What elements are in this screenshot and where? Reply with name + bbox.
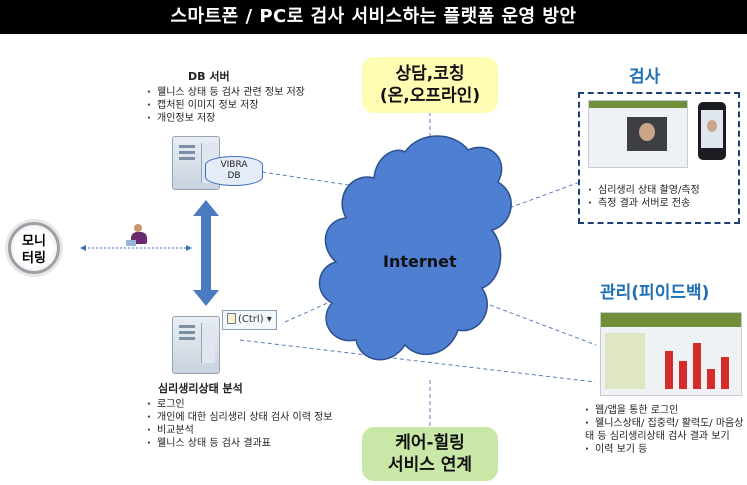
test-note: 심리생리 상태 촬영/측정 — [588, 184, 738, 197]
care-healing-bubble: 케어-힐링 서비스 연계 — [362, 427, 498, 481]
analysis-note: 비교분석 — [147, 424, 347, 437]
monitoring-label-2: 터링 — [22, 251, 46, 266]
analysis-note: 로그인 — [147, 398, 347, 411]
line-analysis-manage — [239, 339, 596, 383]
page-title: 스마트폰 / PC로 검사 서비스하는 플랫폼 운영 방안 — [0, 0, 747, 34]
internet-cloud — [318, 135, 512, 361]
analysis-server-icon — [172, 316, 220, 374]
test-screenshot-image — [588, 100, 688, 168]
internet-label: Internet — [383, 252, 457, 271]
db-note: 캡처된 이미지 정보 저장 — [147, 99, 347, 112]
manage-note: 이력 보기 등 — [585, 443, 747, 456]
monitoring-label-1: 모니 — [22, 234, 46, 249]
manage-note: 웹/앱을 통한 로그인 — [585, 404, 747, 417]
paste-options-label: (Ctrl) — [238, 314, 264, 325]
analysis-notes: 로그인 개인에 대한 심리생리 상태 검사 이력 정보 비교분석 웰니스 상태 … — [147, 398, 347, 450]
db-server-notes: 웰니스 상태 등 검사 관련 정보 저장 캡처된 이미지 정보 저장 개인정보 … — [147, 86, 347, 125]
care-line-2: 서비스 연계 — [387, 455, 473, 475]
db-note: 개인정보 저장 — [147, 112, 347, 125]
line-internet-manage — [489, 304, 597, 346]
consult-line-2: (온,오프라인) — [379, 86, 481, 106]
clipboard-icon — [227, 313, 236, 324]
care-line-1: 케어-힐링 — [395, 433, 465, 453]
person-at-desk-icon — [126, 224, 152, 246]
manage-notes: 웹/앱을 통한 로그인 웰니스상태/ 집중력/ 활력도/ 마음상태 등 심리생리… — [585, 404, 747, 456]
db-tag-db: DB — [227, 171, 241, 181]
test-note: 측정 결과 서버로 전송 — [588, 197, 738, 210]
test-heading: 검사 — [629, 67, 661, 87]
monitoring-button[interactable]: 모니 터링 — [8, 222, 60, 274]
db-cylinder: VIBRA DB — [205, 156, 263, 186]
smartphone-image — [698, 102, 726, 160]
db-note: 웰니스 상태 등 검사 관련 정보 저장 — [147, 86, 347, 99]
chevron-down-icon: ▾ — [266, 314, 272, 325]
test-notes: 심리생리 상태 촬영/측정 측정 결과 서버로 전송 — [588, 184, 738, 210]
analysis-note: 개인에 대한 심리생리 상태 검사 이력 정보 — [147, 411, 347, 424]
consult-coaching-bubble: 상담,코칭 (온,오프라인) — [362, 57, 498, 113]
analysis-note: 웰니스 상태 등 검사 결과표 — [147, 437, 347, 450]
analysis-server-label: 심리생리상태 분석 — [158, 382, 243, 395]
db-server-label: DB 서버 — [188, 70, 230, 83]
manage-heading: 관리(피이드백) — [600, 283, 710, 303]
manage-note: 웰니스상태/ 집중력/ 활력도/ 마음상태 등 심리생리상태 검사 결과 보기 — [585, 417, 747, 443]
paste-options-button[interactable]: (Ctrl) ▾ — [222, 310, 277, 330]
consult-line-1: 상담,코칭 — [395, 64, 465, 84]
db-tag-vibra: VIBRA — [220, 160, 248, 170]
test-box: 심리생리 상태 촬영/측정 측정 결과 서버로 전송 — [578, 92, 740, 224]
feedback-dashboard-image — [600, 312, 742, 396]
